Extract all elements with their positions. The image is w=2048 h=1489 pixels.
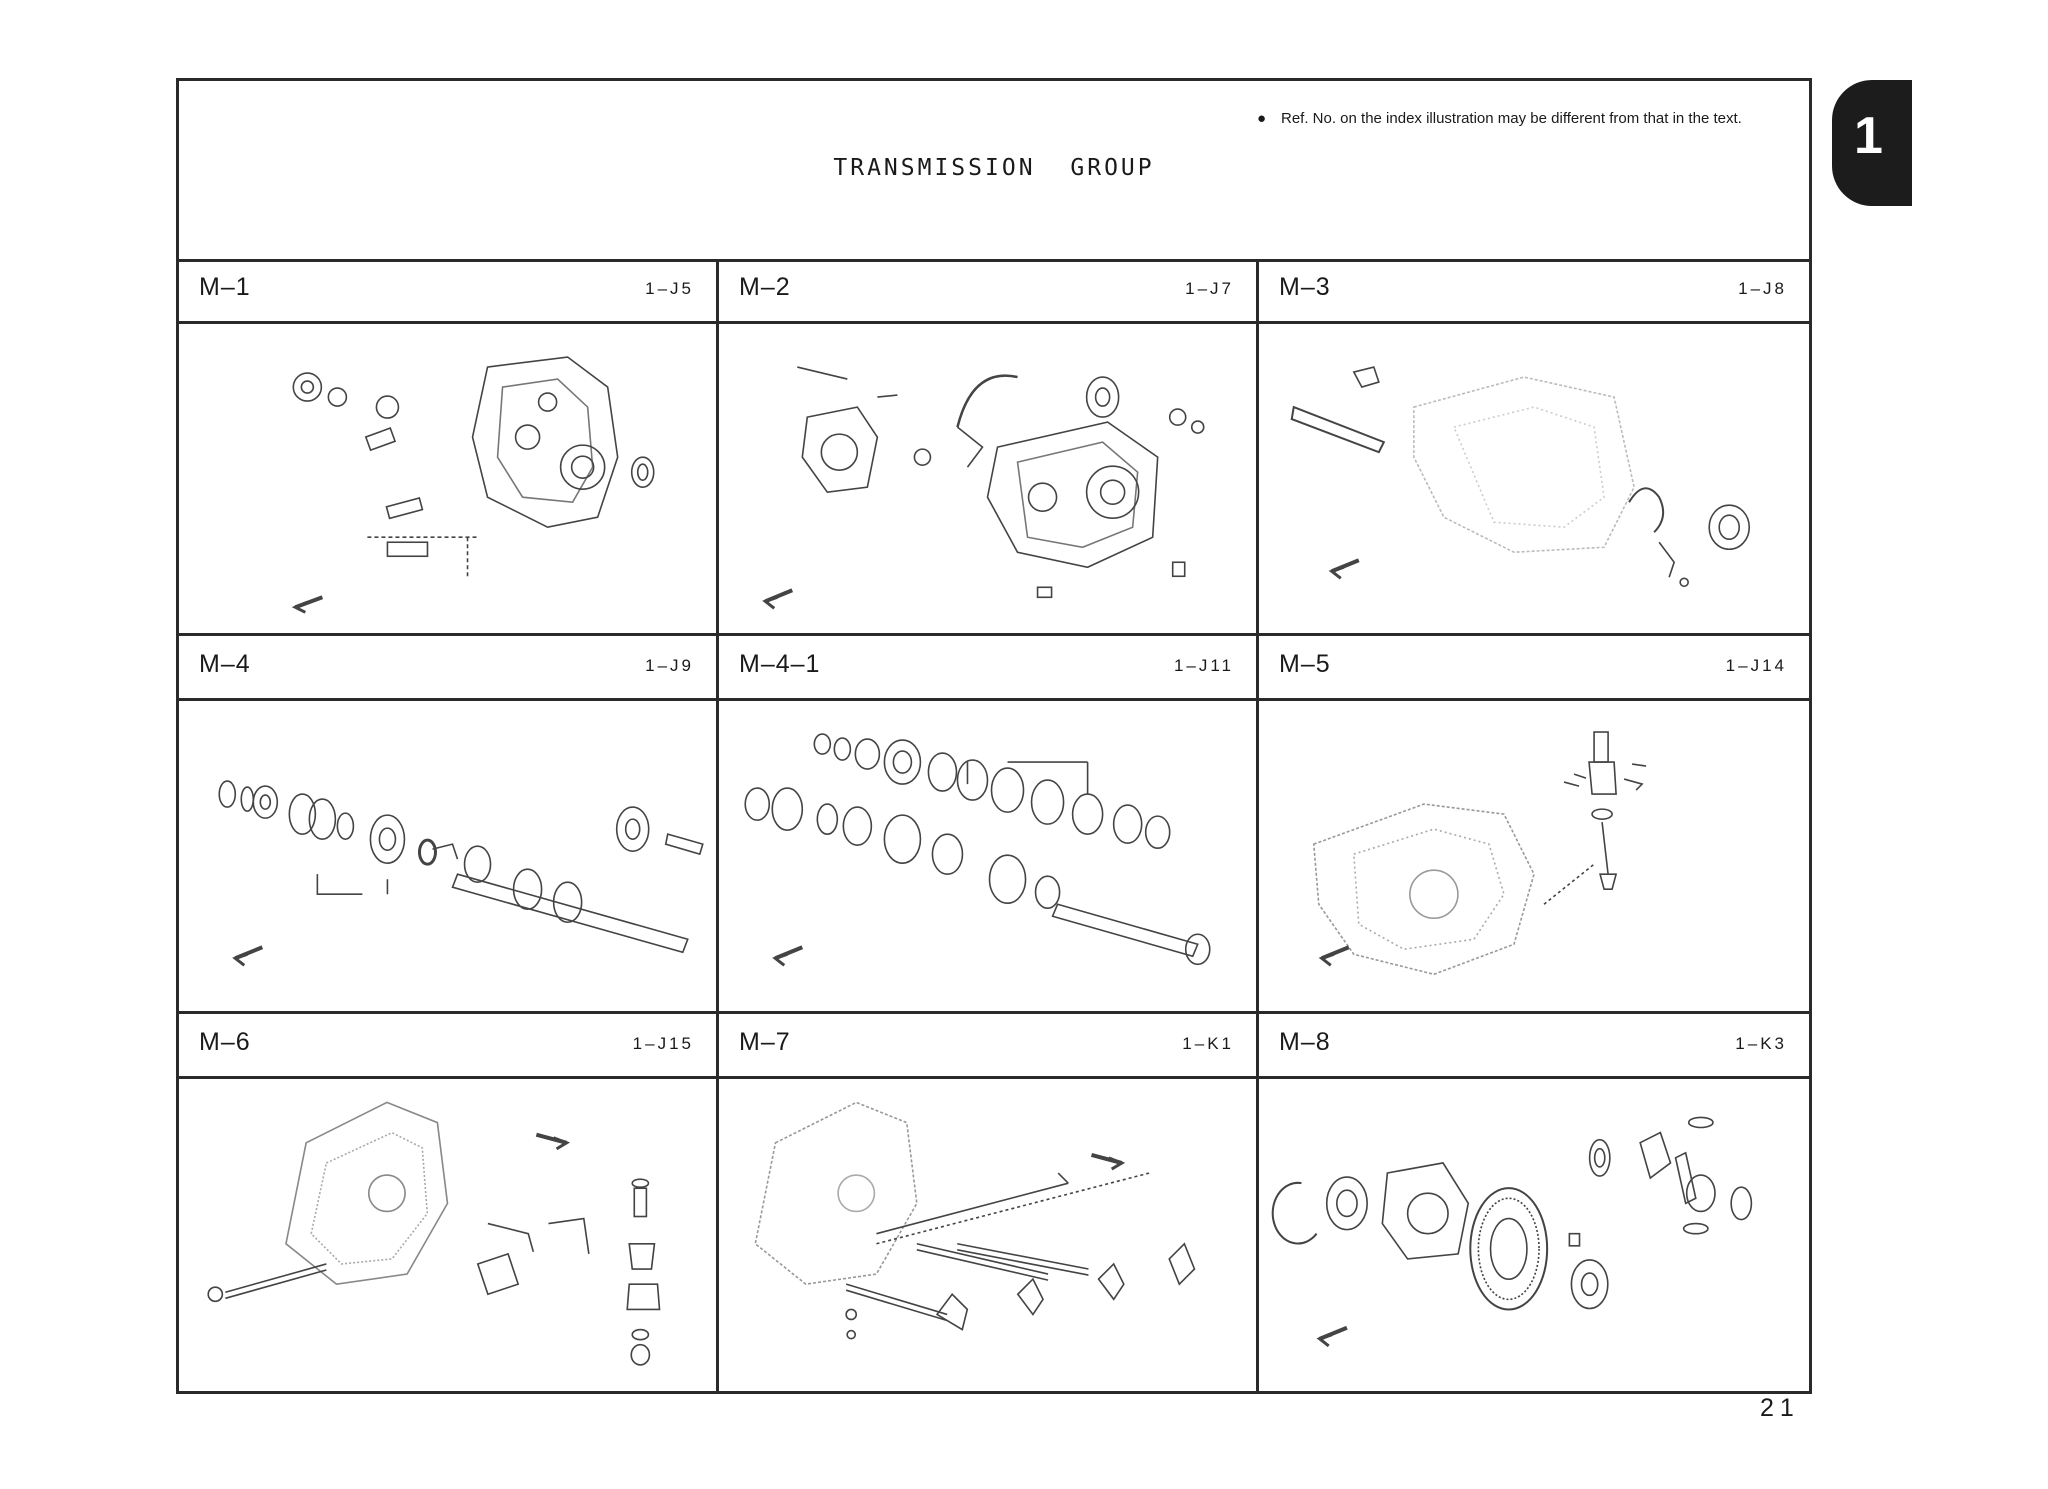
page-reference[interactable]: 1–J11 <box>1173 656 1234 676</box>
cell-header: M–7 1–K1 <box>719 1014 1256 1079</box>
cell-header: M–8 1–K3 <box>1259 1014 1809 1079</box>
index-grid: M–1 1–J5 <box>179 259 1809 1391</box>
bullet-icon: ● <box>1257 110 1267 127</box>
transmission-case-illustration <box>185 327 710 627</box>
cell-header: M–5 1–J14 <box>1259 636 1809 702</box>
index-cell-m7[interactable]: M–7 1–K1 <box>719 1013 1259 1391</box>
page-reference[interactable]: 1–K1 <box>1182 1033 1234 1053</box>
clutch-housing-illustration <box>725 327 1250 627</box>
page-reference[interactable]: 1–K3 <box>1735 1033 1787 1053</box>
cell-header: M–6 1–J15 <box>179 1014 716 1079</box>
cell-header: M–4 1–J9 <box>179 636 716 702</box>
index-cell-m4[interactable]: M–4 1–J9 <box>179 636 719 1014</box>
group-code: M–8 <box>1279 1027 1331 1056</box>
cell-header: M–3 1–J8 <box>1259 259 1809 324</box>
index-cell-m8[interactable]: M–8 1–K3 <box>1259 1014 1809 1391</box>
group-code: M–1 <box>199 273 251 301</box>
mainshaft-illustration <box>185 704 710 1004</box>
page-header: TRANSMISSION GROUP ● Ref. No. on the ind… <box>179 81 1809 262</box>
page-reference[interactable]: 1–J15 <box>632 1033 694 1053</box>
index-cell-m3[interactable]: M–3 1–J8 <box>1259 259 1809 637</box>
index-cell-m4-1[interactable]: M–4–1 1–J11 <box>719 636 1259 1014</box>
group-code: M–5 <box>1279 650 1331 679</box>
group-code: M–4 <box>199 650 251 679</box>
catalog-frame: TRANSMISSION GROUP ● Ref. No. on the ind… <box>176 78 1812 1394</box>
page-reference[interactable]: 1–J8 <box>1738 279 1787 298</box>
page-reference[interactable]: 1–J5 <box>645 279 694 298</box>
reference-note: ● Ref. No. on the index illustration may… <box>1257 110 1771 128</box>
cell-header: M–2 1–J7 <box>719 259 1256 324</box>
page-reference[interactable]: 1–J7 <box>1185 279 1234 298</box>
page-reference[interactable]: 1–J9 <box>645 656 694 676</box>
group-code: M–4–1 <box>739 650 821 679</box>
shift-forks-illustration <box>725 1082 1250 1385</box>
differential-illustration <box>1265 1082 1803 1385</box>
group-code: M–6 <box>199 1027 251 1056</box>
shift-lever-illustration <box>185 1082 710 1385</box>
index-cell-m6[interactable]: M–6 1–J15 <box>179 1013 719 1391</box>
group-code: M–3 <box>1279 273 1331 301</box>
page-reference[interactable]: 1–J14 <box>1725 656 1787 676</box>
group-code: M–7 <box>739 1027 791 1056</box>
index-cell-m5[interactable]: M–5 1–J14 <box>1259 636 1809 1014</box>
section-tab[interactable]: 1 <box>1832 80 1912 206</box>
page-number: 21 <box>1760 1394 1800 1422</box>
cell-header: M–1 1–J5 <box>179 259 716 324</box>
speedometer-gear-illustration <box>1265 704 1803 1004</box>
release-fork-illustration <box>1265 327 1803 627</box>
cell-header: M–4–1 1–J11 <box>719 636 1256 702</box>
index-cell-m2[interactable]: M–2 1–J7 <box>719 259 1259 637</box>
page-title: TRANSMISSION GROUP <box>833 155 1155 181</box>
countershaft-illustration <box>725 704 1250 1004</box>
group-code: M–2 <box>739 273 791 301</box>
index-cell-m1[interactable]: M–1 1–J5 <box>179 259 719 637</box>
section-tab-number: 1 <box>1854 107 1883 165</box>
reference-note-text: Ref. No. on the index illustration may b… <box>1281 110 1742 127</box>
